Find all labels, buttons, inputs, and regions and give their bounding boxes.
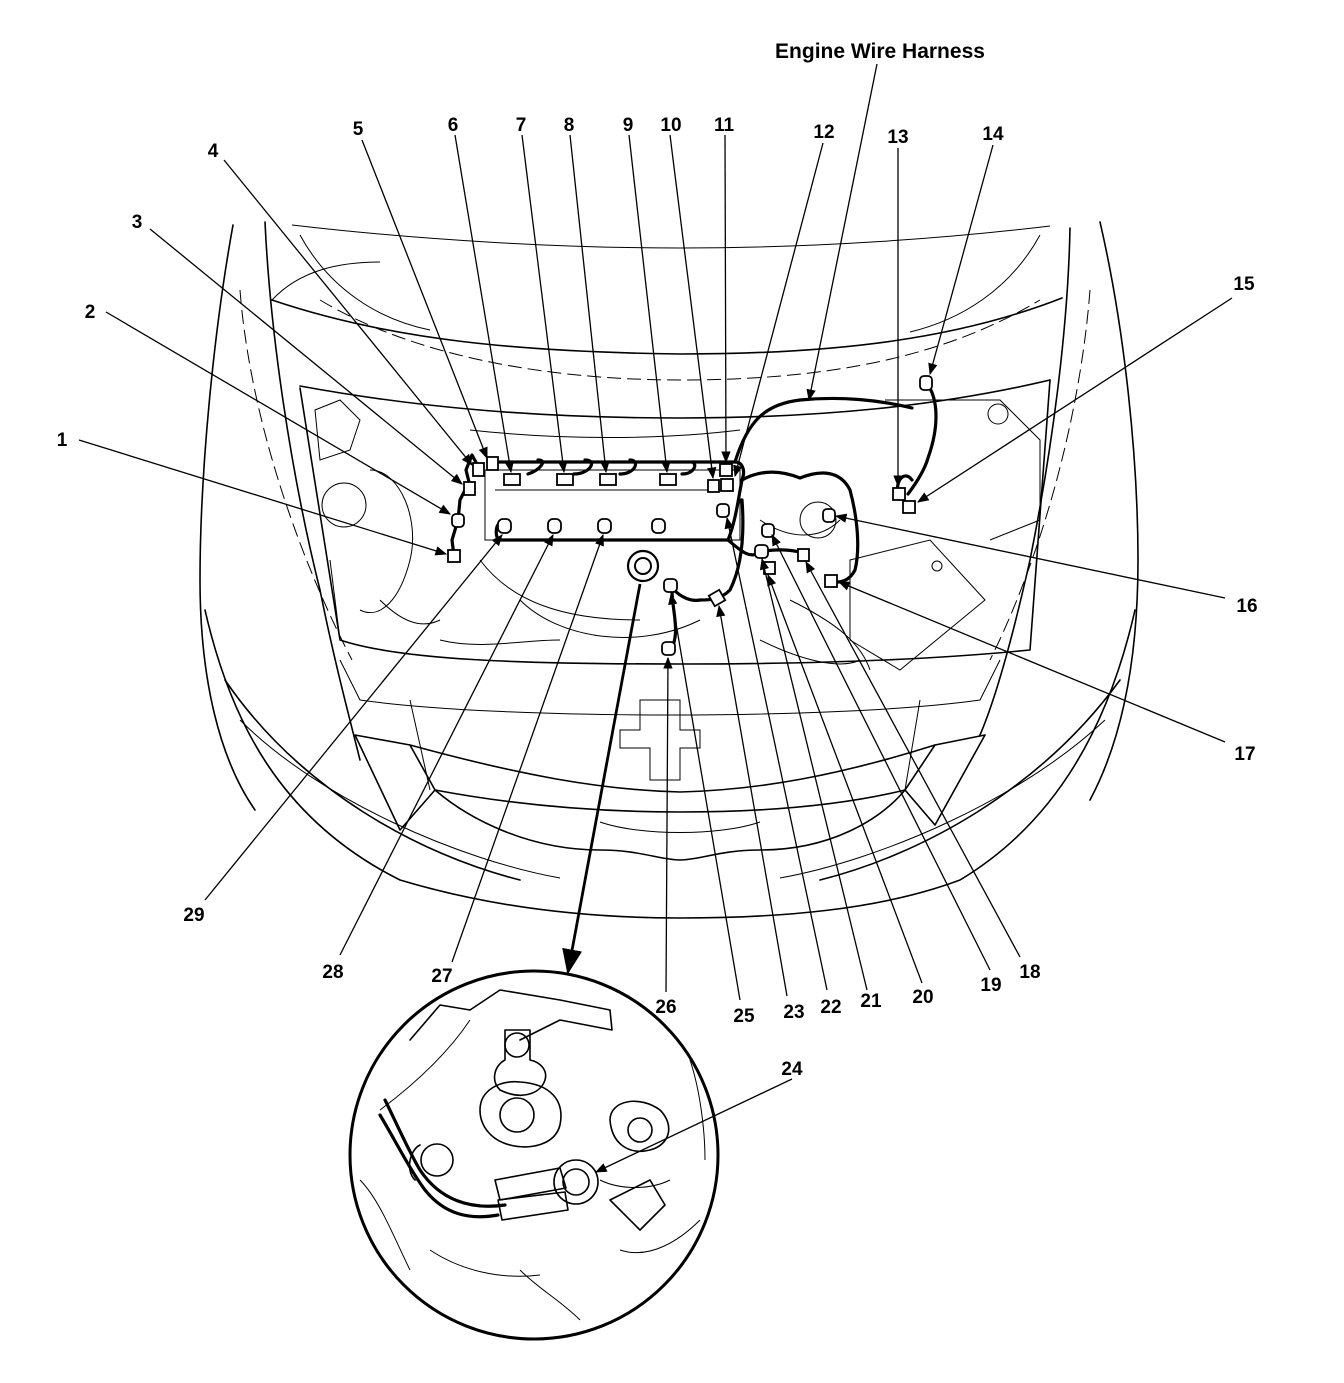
callout-25: 25: [733, 1006, 755, 1027]
connector-1: [447, 549, 461, 563]
callout-5: 5: [353, 119, 364, 140]
callout-4: 4: [208, 141, 219, 162]
connectors: [447, 375, 933, 656]
callout-9: 9: [623, 115, 634, 136]
callout-labels: 1 2 3 4 5 6 7 8 9 10 11 12 13 14 15 16 1…: [57, 115, 1258, 1080]
connector-3: [463, 481, 476, 496]
callout-20: 20: [912, 987, 933, 1008]
connector-23: [707, 588, 727, 608]
callout-15: 15: [1233, 274, 1255, 295]
callout-24: 24: [781, 1059, 803, 1080]
callout-26: 26: [655, 997, 676, 1018]
connector-4: [472, 462, 485, 477]
connector-9: [659, 473, 677, 486]
connector-14: [919, 375, 933, 391]
ground-point: [626, 549, 660, 583]
callout-23: 23: [783, 1002, 804, 1023]
connector-22: [716, 503, 730, 518]
connector-25: [663, 578, 678, 593]
connector-11a: [719, 463, 733, 477]
callout-8: 8: [564, 115, 575, 136]
callout-11: 11: [714, 115, 735, 136]
callout-3: 3: [132, 212, 143, 233]
callout-18: 18: [1019, 962, 1040, 983]
connector-28b: [651, 518, 666, 534]
callout-22: 22: [820, 997, 841, 1018]
callout-10: 10: [660, 115, 681, 136]
callout-1: 1: [57, 430, 68, 451]
harness-title: Engine Wire Harness: [775, 40, 985, 63]
callout-2: 2: [85, 302, 96, 323]
harness-wiring: [450, 380, 938, 650]
callout-17: 17: [1234, 744, 1255, 765]
callout-14: 14: [982, 124, 1004, 145]
connector-18: [797, 548, 810, 562]
connector-27: [597, 518, 612, 534]
detail-inset: [348, 969, 793, 1341]
callout-28: 28: [322, 962, 343, 983]
connector-17: [824, 574, 838, 588]
callout-29: 29: [183, 905, 204, 926]
callout-16: 16: [1236, 596, 1257, 617]
connector-6: [503, 473, 521, 486]
connector-16: [822, 508, 836, 523]
connector-11b: [720, 478, 734, 492]
connector-5: [486, 456, 499, 471]
connector-13: [892, 487, 906, 501]
connector-28: [547, 518, 562, 534]
leader-lines: [78, 63, 1233, 1001]
callout-27: 27: [431, 966, 452, 987]
connector-26: [661, 641, 676, 656]
callout-13: 13: [887, 127, 908, 148]
connector-29: [497, 518, 512, 534]
connector-10: [707, 479, 720, 493]
connector-8: [599, 473, 617, 486]
callout-19: 19: [980, 975, 1001, 996]
connector-2: [451, 513, 465, 528]
callout-21: 21: [860, 991, 882, 1012]
connector-7: [556, 473, 574, 486]
callout-6: 6: [448, 115, 459, 136]
connector-15: [902, 500, 916, 514]
connector-19: [761, 523, 775, 538]
callout-12: 12: [813, 122, 834, 143]
callout-7: 7: [516, 115, 527, 136]
vehicle-body: [199, 221, 1139, 919]
connector-21: [754, 544, 769, 559]
